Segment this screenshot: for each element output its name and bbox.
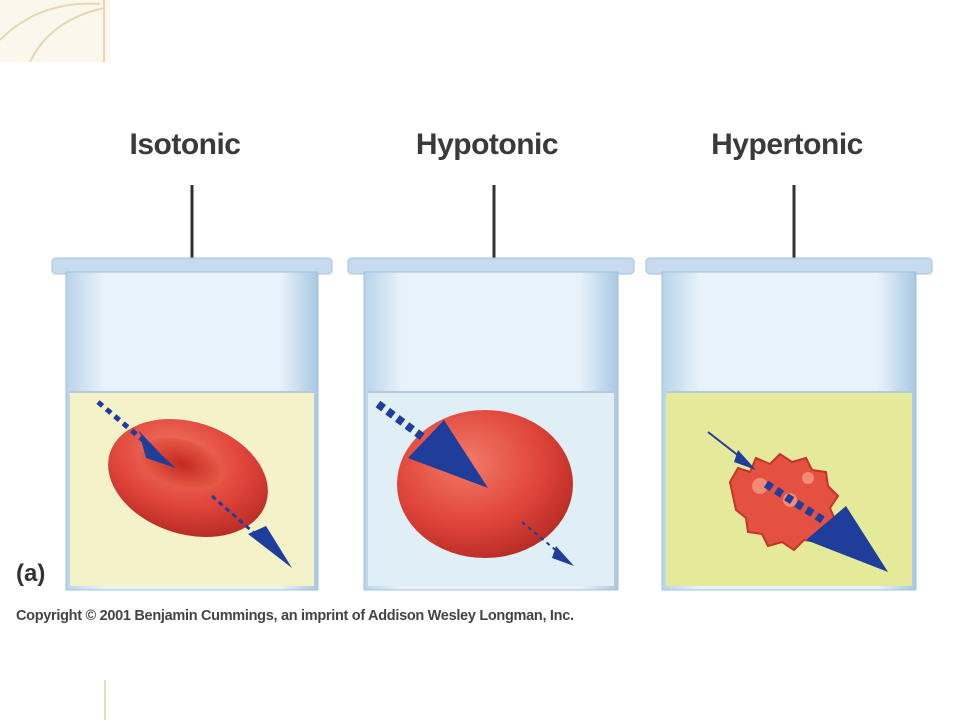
panel-letter: (a) — [16, 560, 46, 587]
decorative-rule — [104, 680, 106, 720]
arrow-hypotonic-in — [375, 400, 488, 488]
copyright-text: Copyright © 2001 Benjamin Cummings, an i… — [16, 608, 574, 624]
label-hypertonic: Hypertonic — [711, 128, 863, 161]
corner-ornament — [0, 0, 110, 62]
arrow-hypertonic-in — [707, 431, 756, 470]
arrow-hypotonic-out — [521, 521, 574, 566]
arrow-hypertonic-out — [763, 480, 888, 572]
label-hypotonic: Hypotonic — [415, 128, 559, 161]
label-isotonic: Isotonic — [129, 128, 241, 161]
arrow-isotonic-in — [96, 400, 176, 468]
red-blood-cell-shriveled — [728, 452, 840, 552]
arrow-isotonic-out — [211, 494, 292, 568]
